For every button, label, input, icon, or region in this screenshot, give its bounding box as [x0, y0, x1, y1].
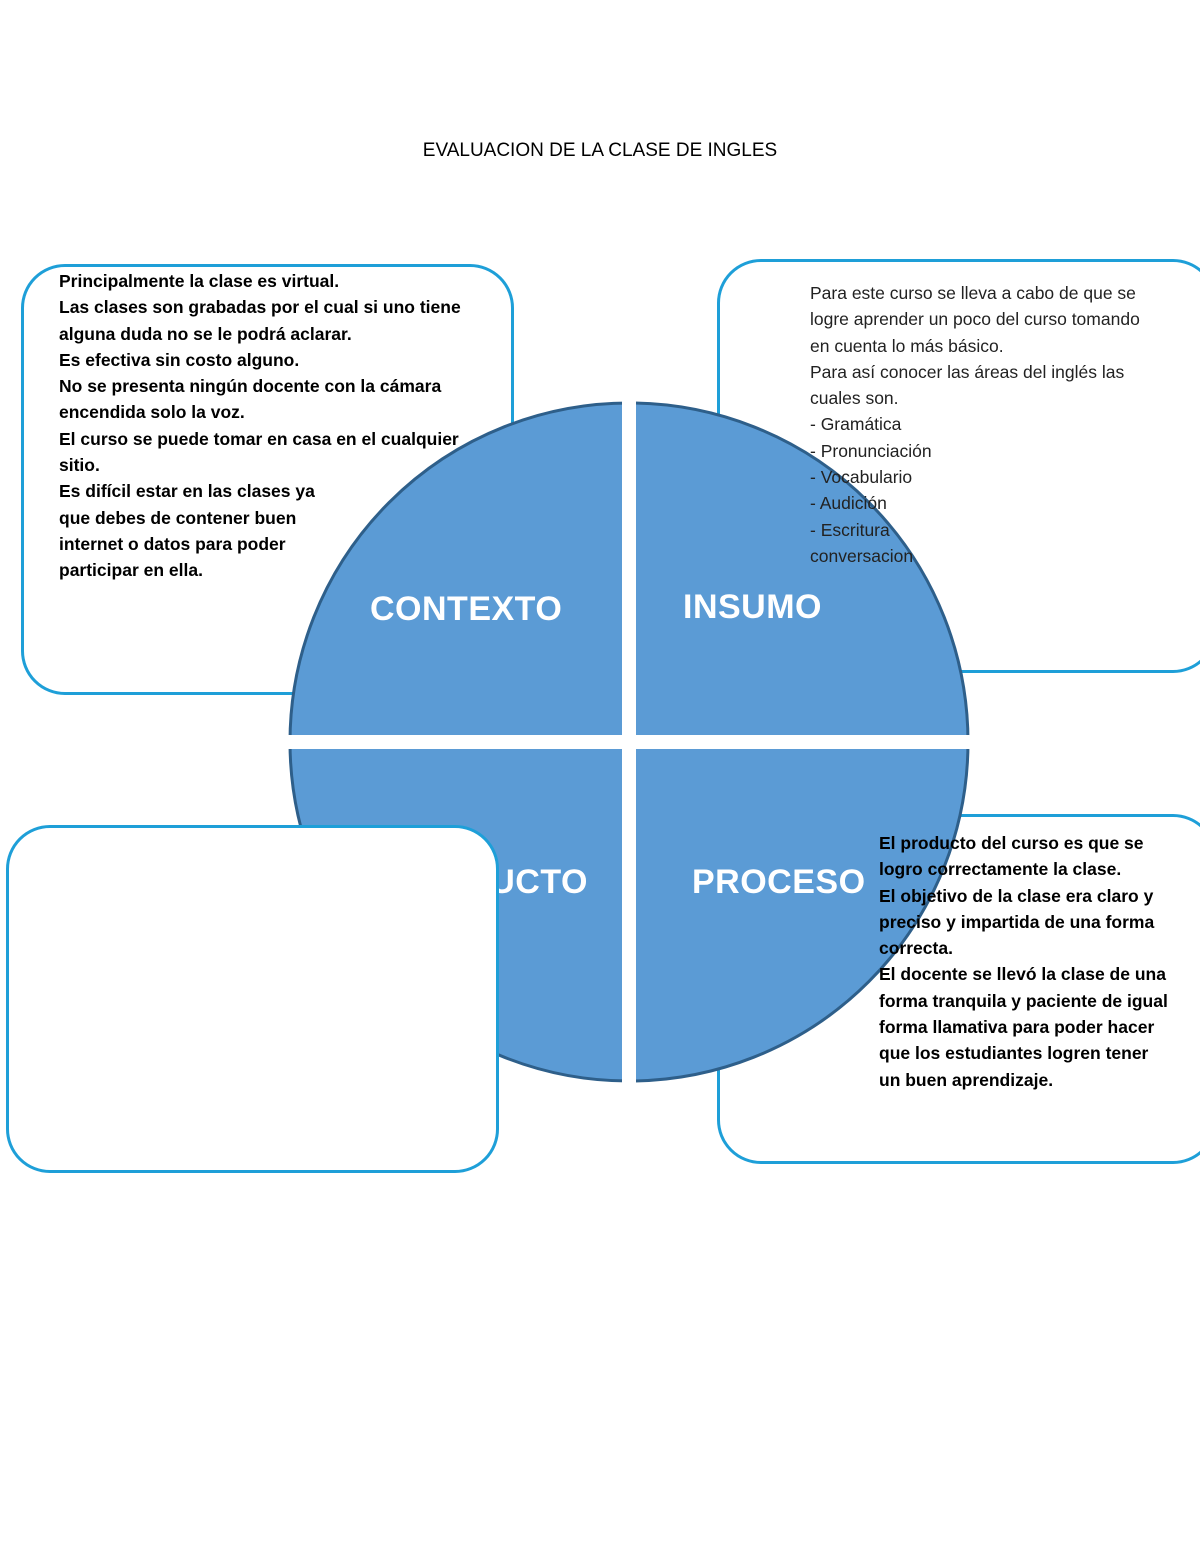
contexto-box-text: Principalmente la clase es virtual. Las …	[59, 271, 461, 581]
page-title: EVALUACION DE LA CLASE DE INGLES	[422, 140, 778, 161]
quadrant-label-insumo: INSUMO	[683, 588, 822, 626]
producto-box	[6, 825, 499, 1173]
quadrant-label-contexto: CONTEXTO	[370, 590, 563, 628]
quadrant-label-proceso: PROCESO	[692, 863, 866, 901]
horizontal-divider	[280, 735, 980, 749]
insumo-box-text: Para este curso se lleva a cabo de que s…	[810, 283, 1140, 566]
proceso-box-text: El producto del curso es que se logro co…	[879, 833, 1168, 1090]
